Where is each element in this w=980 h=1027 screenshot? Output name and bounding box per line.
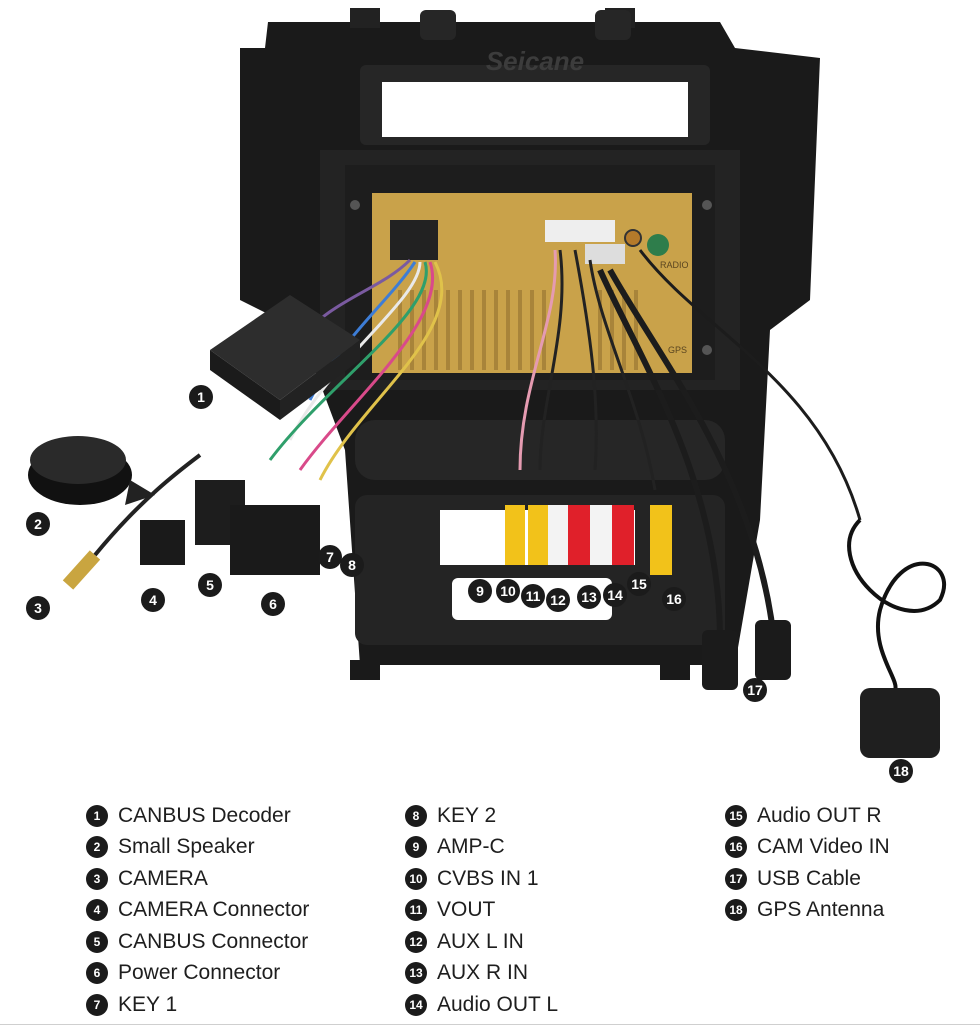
product-photo: Seicane RADIO GPS	[28, 8, 947, 758]
usb-cable-plug-2	[755, 620, 791, 680]
legend-label: AUX R IN	[437, 961, 529, 985]
legend-number: 12	[405, 930, 427, 953]
canbus-decoder-box	[210, 295, 360, 420]
callout-16: 16	[662, 587, 686, 611]
legend-number: 2	[86, 836, 108, 859]
callout-4: 4	[141, 588, 165, 612]
legend-label: VOUT	[437, 898, 496, 922]
legend-item: 5 CANBUS Connector	[86, 926, 309, 958]
callout-14: 14	[603, 583, 627, 607]
legend-label: AUX L IN	[437, 929, 524, 953]
legend-label: KEY 2	[437, 803, 497, 827]
legend-item: 10 CVBS IN 1	[405, 863, 558, 895]
legend-number: 13	[405, 962, 427, 985]
legend-number: 7	[86, 993, 108, 1016]
callout-3: 3	[26, 596, 50, 620]
callout-1: 1	[189, 385, 213, 409]
callout-9: 9	[468, 579, 492, 603]
legend-number: 4	[86, 899, 108, 922]
gps-antenna	[860, 688, 940, 758]
legend-number: 10	[405, 867, 427, 890]
legend-number: 6	[86, 962, 108, 985]
legend-column-3: 15 Audio OUT R 16 CAM Video IN 17 USB Cable…	[725, 800, 890, 926]
callout-12: 12	[546, 588, 570, 612]
bottom-divider	[0, 1024, 980, 1025]
legend-number: 17	[725, 867, 747, 890]
callout-15: 15	[627, 572, 651, 596]
legend-label: CAMERA Connector	[118, 898, 310, 922]
legend-number: 1	[86, 804, 108, 827]
legend-label: CANBUS Decoder	[118, 803, 291, 827]
legend-number: 15	[725, 804, 747, 827]
callout-5: 5	[198, 573, 222, 597]
parts-legend: 1 CANBUS Decoder 2 Small Speaker 3 CAMERA 4…	[0, 800, 980, 1016]
gps-cable-coil	[847, 518, 947, 691]
legend-label: CANBUS Connector	[118, 929, 309, 953]
legend-label: Audio OUT L	[437, 992, 559, 1016]
legend-label: KEY 1	[118, 992, 178, 1016]
legend-number: 18	[725, 899, 747, 922]
camera-plug	[62, 453, 202, 590]
legend-number: 3	[86, 867, 108, 890]
legend-item: 7 KEY 1	[86, 989, 309, 1021]
legend-number: 5	[86, 930, 108, 953]
radio-port-label: RADIO	[660, 260, 689, 270]
legend-item: 12 AUX L IN	[405, 926, 558, 958]
legend-label: GPS Antenna	[757, 898, 885, 922]
callout-6: 6	[261, 592, 285, 616]
legend-number: 14	[405, 993, 427, 1016]
legend-label: Power Connector	[118, 961, 281, 985]
legend-number: 9	[405, 836, 427, 859]
legend-label: CVBS IN 1	[437, 866, 539, 890]
legend-item: 13 AUX R IN	[405, 958, 558, 990]
gps-port-label: GPS	[668, 345, 687, 355]
small-speaker	[28, 436, 155, 505]
legend-label: CAMERA	[118, 866, 208, 890]
legend-number: 16	[725, 836, 747, 859]
legend-item: 4 CAMERA Connector	[86, 895, 309, 927]
legend-label: Audio OUT R	[757, 803, 882, 827]
brand-watermark: Seicane	[486, 46, 584, 76]
legend-item: 6 Power Connector	[86, 958, 309, 990]
callout-8: 8	[340, 553, 364, 577]
legend-item: 17 USB Cable	[725, 863, 890, 895]
legend-label: Small Speaker	[118, 835, 255, 859]
callout-17: 17	[743, 678, 767, 702]
legend-label: USB Cable	[757, 866, 861, 890]
callout-18: 18	[889, 759, 913, 783]
wire-harness	[268, 249, 862, 651]
legend-item: 8 KEY 2	[405, 800, 558, 832]
legend-item: 15 Audio OUT R	[725, 800, 890, 832]
legend-column-1: 1 CANBUS Decoder 2 Small Speaker 3 CAMERA 4…	[86, 800, 309, 1021]
usb-cable-plug	[702, 630, 738, 690]
callout-10: 10	[496, 579, 520, 603]
legend-column-2: 8 KEY 2 9 AMP-C 10 CVBS IN 1 11 VOUT 12 AUX L…	[405, 800, 558, 1021]
power-connector	[230, 505, 320, 575]
legend-label: CAM Video IN	[757, 835, 890, 859]
legend-number: 8	[405, 804, 427, 827]
rca-plugs	[505, 505, 672, 575]
legend-item: 2 Small Speaker	[86, 832, 309, 864]
callout-7: 7	[318, 545, 342, 569]
callout-2: 2	[26, 512, 50, 536]
legend-item: 11 VOUT	[405, 895, 558, 927]
callout-11: 11	[521, 584, 545, 608]
legend-label: AMP-C	[437, 835, 505, 859]
legend-item: 9 AMP-C	[405, 832, 558, 864]
legend-item: 3 CAMERA	[86, 863, 309, 895]
legend-item: 1 CANBUS Decoder	[86, 800, 309, 832]
camera-connector	[140, 520, 185, 565]
callout-13: 13	[577, 585, 601, 609]
legend-item: 16 CAM Video IN	[725, 832, 890, 864]
legend-item: 18 GPS Antenna	[725, 895, 890, 927]
legend-number: 11	[405, 899, 427, 922]
legend-item: 14 Audio OUT L	[405, 989, 558, 1021]
